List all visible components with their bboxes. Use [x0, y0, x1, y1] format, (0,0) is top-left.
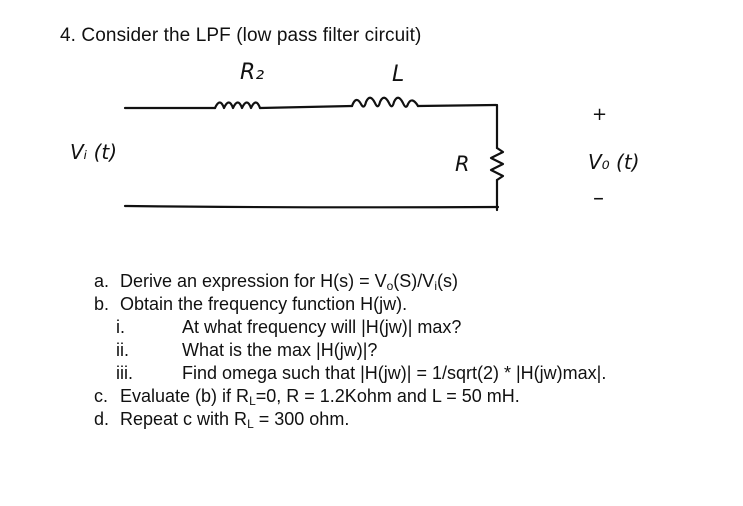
- resistor-r-label: R: [455, 152, 470, 176]
- output-voltage-label: V₀ (t): [588, 150, 640, 174]
- wire-l-to-node: [416, 103, 498, 108]
- question-c-text: Evaluate (b) if RL=0, R = 1.2Kohm and L …: [120, 386, 520, 408]
- question-b-iii-text: Find omega such that |H(jw)| = 1/sqrt(2)…: [182, 363, 607, 383]
- question-d-letter: d.: [94, 409, 110, 429]
- question-b-ii-text: What is the max |H(jw)|?: [182, 340, 378, 360]
- resistor-r2-symbol: [213, 101, 262, 110]
- input-voltage-label: Vᵢ (t): [70, 140, 118, 164]
- question-a-letter: a.: [94, 271, 110, 291]
- question-c-letter: c.: [94, 386, 109, 406]
- question-b-text: Obtain the frequency function H(jw).: [120, 294, 408, 314]
- bottom-wire: [123, 204, 500, 209]
- question-b-i-number: i.: [116, 317, 125, 337]
- question-b-iii-number: iii.: [116, 363, 133, 383]
- output-plus-sign: +: [592, 104, 608, 125]
- output-minus-sign: –: [593, 186, 604, 211]
- circuit-diagram: [123, 96, 505, 212]
- question-b-i-text: At what frequency will |H(jw)| max?: [182, 317, 462, 337]
- problem-title: 4. Consider the LPF (low pass filter cir…: [60, 25, 422, 46]
- question-b-ii-number: ii.: [116, 340, 129, 360]
- question-d-text: Repeat c with RL = 300 ohm.: [120, 409, 350, 431]
- r2-label: R₂: [240, 60, 265, 85]
- question-a-text: Derive an expression for H(s) = Vo(S)/Vi…: [120, 271, 458, 293]
- inductor-label: L: [392, 62, 405, 87]
- wire-r2-to-l: [258, 104, 354, 110]
- resistor-r-symbol: [489, 146, 505, 182]
- question-b-letter: b.: [94, 294, 110, 314]
- inductor-l-symbol: [350, 96, 420, 108]
